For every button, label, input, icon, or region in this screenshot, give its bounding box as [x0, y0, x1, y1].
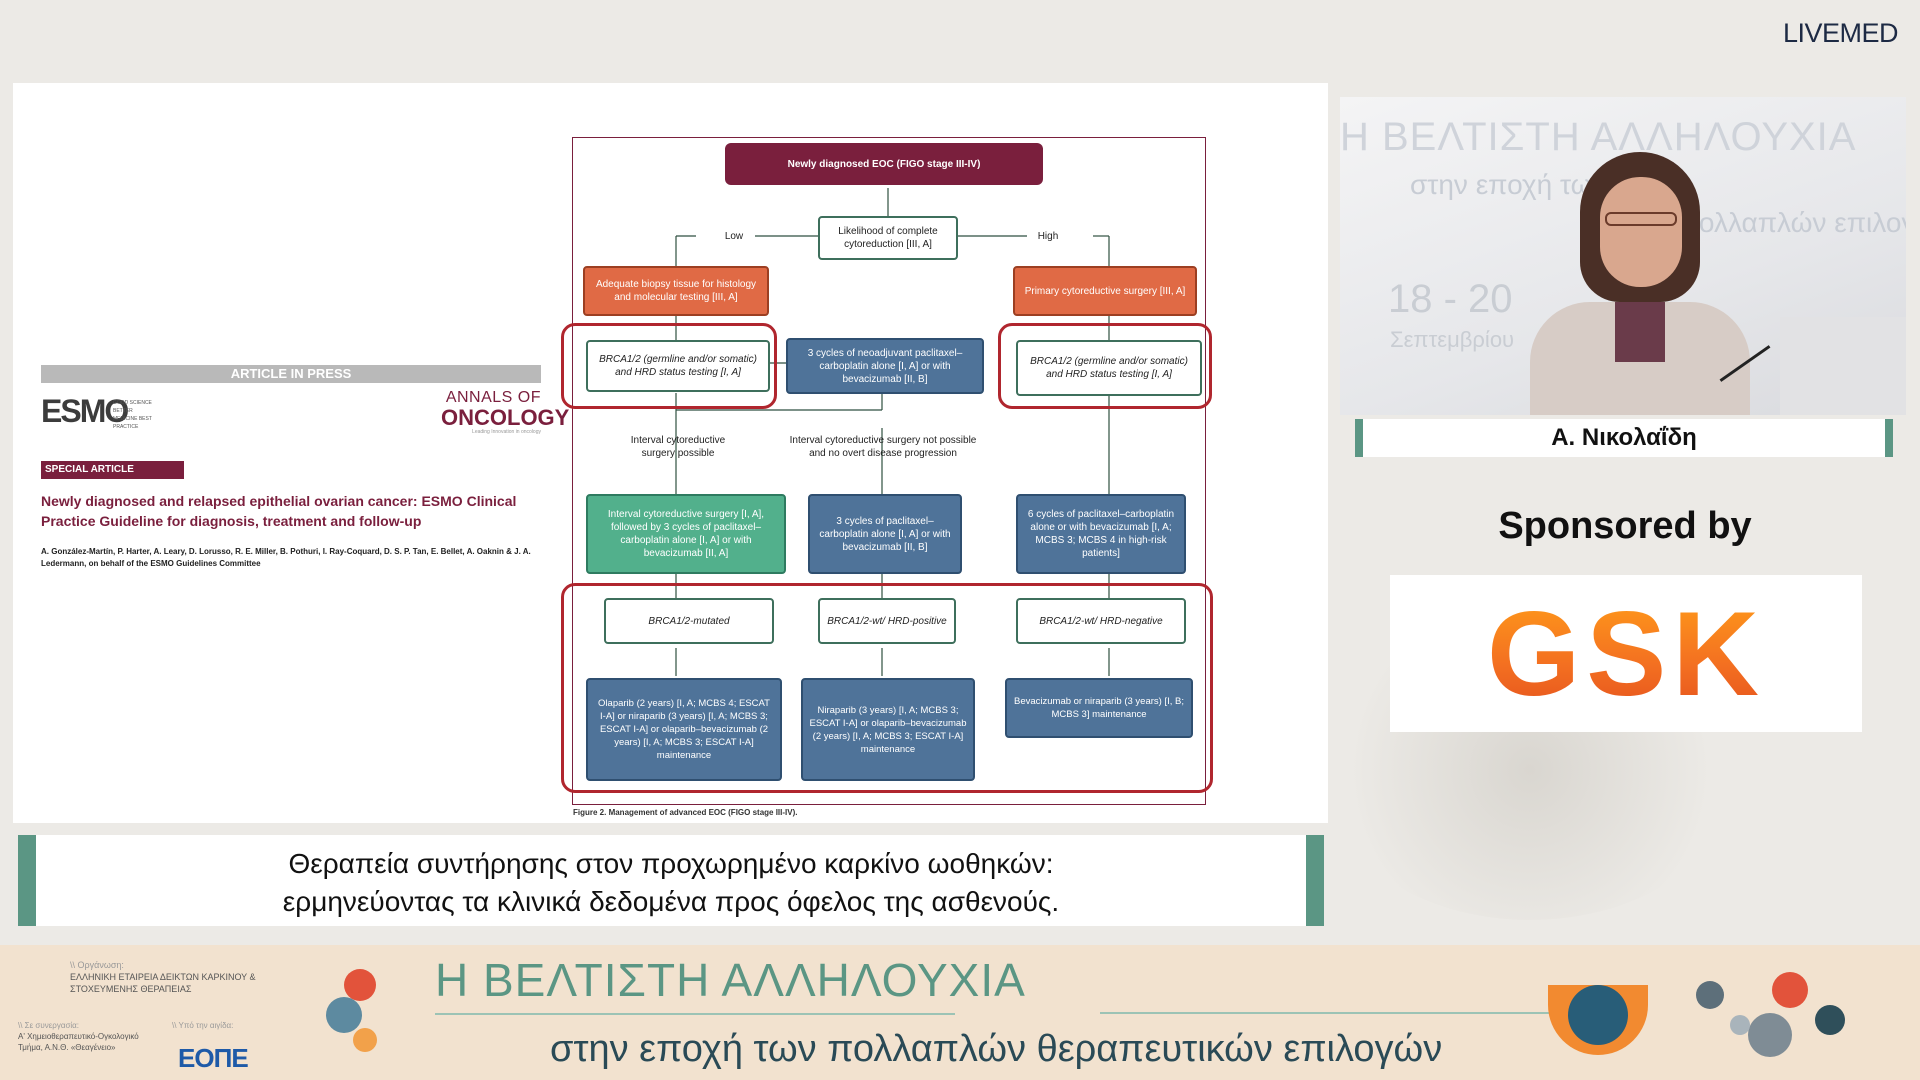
flow-bevacizumab: Bevacizumab or niraparib (3 years) [I, B… [1005, 678, 1193, 738]
flow-interval-not-possible: Interval cytoreductive surgery not possi… [789, 435, 977, 459]
flow-brca-testing-right: BRCA1/2 (germline and/or somatic) and HR… [1016, 340, 1202, 396]
flow-brca-wt-hrd-positive: BRCA1/2-wt/ HRD-positive [818, 598, 956, 644]
eope-logo: ΕΟΠΕ [178, 1043, 249, 1073]
highlight-brca-right [998, 323, 1212, 409]
flow-primary-surgery: Primary cytoreductive surgery [III, A] [1013, 266, 1197, 316]
flow-high-label: High [1037, 231, 1059, 242]
paper-title: Newly diagnosed and relapsed epithelial … [41, 493, 517, 529]
flow-paclitaxel-6-cycles: 6 cycles of paclitaxel–carboplatin alone… [1016, 494, 1186, 574]
decorative-cells-icon [326, 969, 377, 1052]
footer-organizer: \\ Οργάνωση: ΕΛΛΗΝΙΚΗ ΕΤΑΙΡΕΙΑ ΔΕΙΚΤΩΝ Κ… [70, 960, 256, 994]
flow-interval-surgery: Interval cytoreductive surgery [I, A], f… [586, 494, 786, 574]
management-flowchart: Newly diagnosed EOC (FIGO stage III-IV) … [561, 137, 1213, 817]
flow-paclitaxel-3-cycles: 3 cycles of paclitaxel–carboplatin alone… [808, 494, 962, 574]
flow-low-label: Low [724, 231, 744, 242]
speaker-video: Η ΒΕΛΤΙΣΤΗ ΑΛΛΗΛΟΥΧΙΑ στην εποχή των πολ… [1340, 97, 1906, 415]
flow-brca-wt-hrd-negative: BRCA1/2-wt/ HRD-negative [1016, 598, 1186, 644]
paper-authors: A. González-Martín, P. Harter, A. Leary,… [41, 547, 531, 568]
flowchart-connectors [675, 188, 1110, 676]
figure-caption: Figure 2. Management of advanced EOC (FI… [573, 808, 798, 817]
speaker-name: Α. Νικολαΐδη [1355, 419, 1893, 457]
special-article-tag: SPECIAL ARTICLE [41, 461, 184, 479]
decorative-cluster-icon [1696, 972, 1845, 1057]
flow-brca-mutated: BRCA1/2-mutated [604, 598, 774, 644]
footer-subtitle: στην εποχή των πολλαπλών θεραπευτικών επ… [550, 1028, 1443, 1070]
esmo-logo: ESMO GOOD SCIENCE BETTER MEDICINE BEST P… [41, 393, 152, 430]
footer-cooperation: \\ Σε συνεργασία: Α' Χημειοθεραπευτικό-Ο… [18, 1021, 139, 1052]
highlight-brca-left [561, 323, 777, 409]
footer-auspices: \\ Υπό την αιγίδα: [172, 1021, 234, 1030]
highlight-maintenance [561, 583, 1213, 793]
presentation-slide: ARTICLE IN PRESS ESMO GOOD SCIENCE BETTE… [13, 83, 1328, 823]
flow-interval-possible: Interval cytoreductive surgery possible [630, 435, 726, 459]
sponsored-by-label: Sponsored by [1498, 505, 1752, 547]
footer-title: Η ΒΕΛΤΙΣΤΗ ΑΛΛΗΛΟΥΧΙΑ [435, 954, 1026, 1006]
podium [1780, 317, 1906, 415]
talk-title-bar: Θεραπεία συντήρησης στον προχωρημένο καρ… [18, 835, 1324, 926]
talk-title-line2: ερμηνεύοντας τα κλινικά δεδομένα προς όφ… [282, 886, 1060, 917]
decorative-circle [1568, 985, 1628, 1045]
flow-niraparib: Niraparib (3 years) [I, A; MCBS 3; ESCAT… [801, 678, 975, 781]
flow-biopsy: Adequate biopsy tissue for histology and… [583, 266, 769, 316]
event-footer: \\ Οργάνωση: ΕΛΛΗΝΙΚΗ ΕΤΑΙΡΕΙΑ ΔΕΙΚΤΩΝ Κ… [0, 945, 1920, 1080]
livemed-logo: LIVEMED [1782, 18, 1899, 48]
flow-neoadjuvant: 3 cycles of neoadjuvant paclitaxel–carbo… [786, 338, 984, 394]
article-in-press-banner: ARTICLE IN PRESS [41, 365, 541, 383]
flow-olaparib: Olaparib (2 years) [I, A; MCBS 4; ESCAT … [586, 678, 782, 781]
sponsor-logo: GSK [1390, 575, 1862, 732]
flow-brca-testing-left: BRCA1/2 (germline and/or somatic) and HR… [586, 340, 770, 392]
flow-newly-diagnosed: Newly diagnosed EOC (FIGO stage III-IV) [725, 143, 1043, 185]
speaker-figure [1520, 152, 1771, 415]
gsk-logo: GSK [1486, 586, 1766, 721]
annals-of-oncology-logo: ANNALS OF ONCOLOGY Leading Innovation in… [441, 389, 570, 435]
flow-likelihood: Likelihood of complete cytoreduction [II… [818, 216, 958, 260]
talk-title-line1: Θεραπεία συντήρησης στον προχωρημένο καρ… [288, 848, 1054, 879]
